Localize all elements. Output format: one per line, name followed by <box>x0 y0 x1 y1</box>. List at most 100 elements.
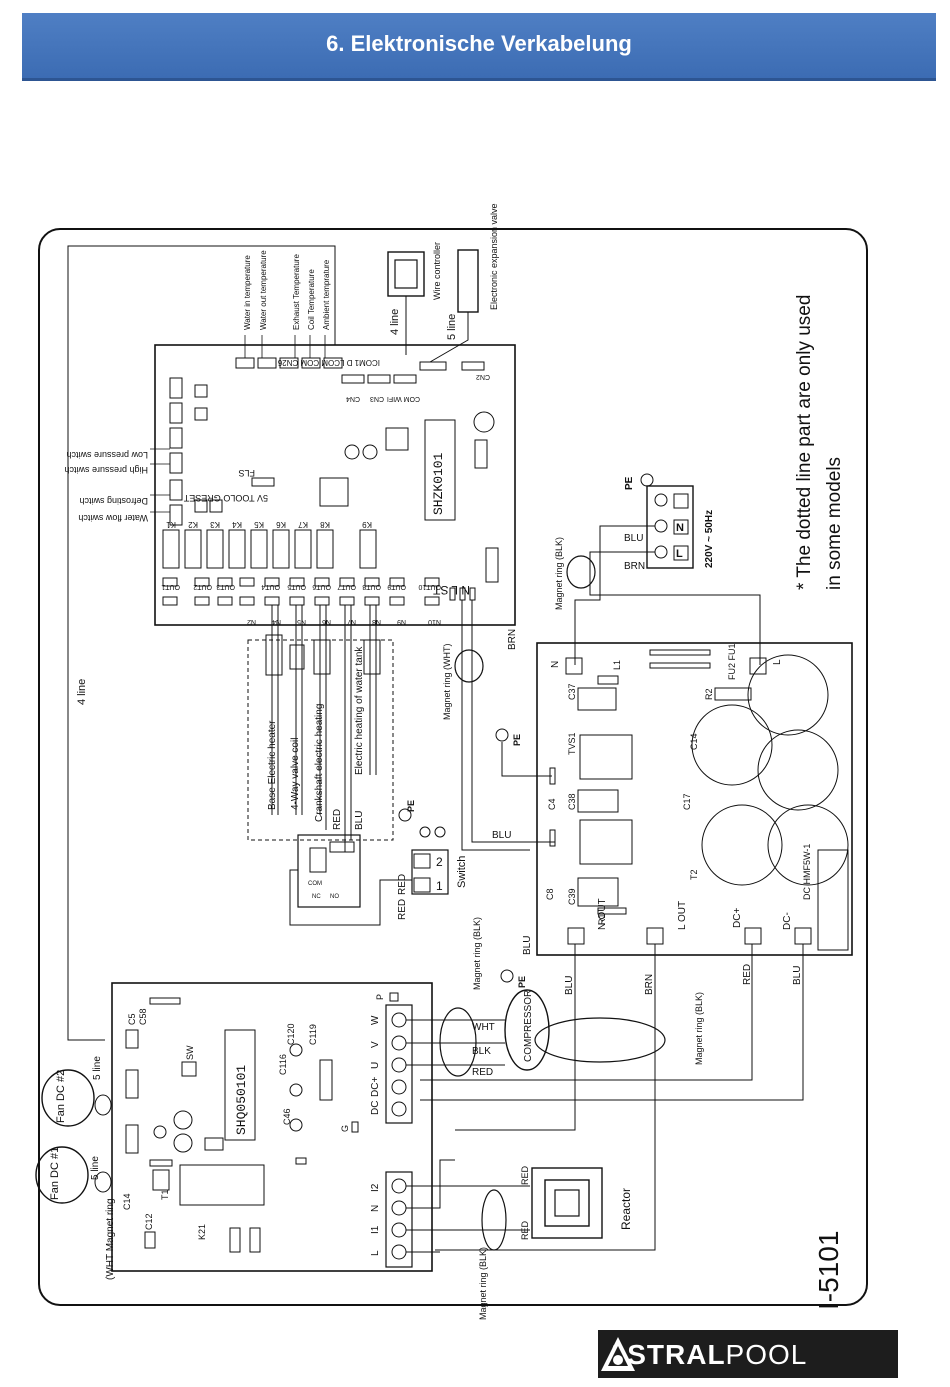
brand-b: POOL <box>725 1339 808 1370</box>
svg-text:OUT5: OUT5 <box>287 583 306 590</box>
svg-text:K6: K6 <box>276 520 286 529</box>
reactor-label: Reactor <box>619 1188 633 1230</box>
fan2-line: 5 line <box>92 1056 103 1080</box>
driver-parts <box>125 992 399 1253</box>
svg-text:DC+: DC+ <box>370 1077 381 1097</box>
fls-label: FLS <box>238 468 255 478</box>
pe-comp: PE <box>517 976 527 988</box>
wire-wht-comp: WHT <box>472 1022 495 1033</box>
svg-text:G: G <box>340 1125 350 1132</box>
svg-text:L: L <box>772 659 783 665</box>
svg-text:C4: C4 <box>547 798 557 810</box>
svg-text:N5: N5 <box>297 618 306 625</box>
sensor-leader-lines <box>244 335 326 358</box>
svg-text:SW: SW <box>185 1045 195 1060</box>
svg-text:OUT6: OUT6 <box>312 583 331 590</box>
svg-text:N: N <box>550 661 561 668</box>
relay-labels: K1 K2 K3 K4 K5 K6 K7 K8 K9 <box>166 520 372 529</box>
svg-text:T2: T2 <box>689 869 699 880</box>
svg-text:FU2 FU1: FU2 FU1 <box>727 643 737 680</box>
svg-text:V: V <box>370 1041 381 1048</box>
svg-text:C8: C8 <box>545 888 555 900</box>
switch-com: COM <box>308 881 322 887</box>
wire-blu-out2: BLU <box>792 966 803 985</box>
fan1-line: 5 line <box>90 1156 101 1180</box>
svg-text:N-OUT: N-OUT <box>597 898 608 930</box>
fan2-label: Fan DC #2 <box>55 1070 67 1123</box>
wire-blu-side: BLU <box>522 936 533 955</box>
dotted-note: * The dotted line part are only used <box>794 295 815 590</box>
svg-text:K4: K4 <box>232 520 242 529</box>
svg-text:Defrosting switch: Defrosting switch <box>79 496 148 506</box>
svg-text:OUT1: OUT1 <box>161 583 180 590</box>
wire-red-1: RED <box>397 874 408 895</box>
svg-text:Exhaust Temperature: Exhaust Temperature <box>292 254 301 330</box>
switch-labels: Low pressure switch High pressure switch… <box>64 450 148 523</box>
ring-wht-label: Magnet ring (WHT) <box>442 643 452 720</box>
wire-blu-out: BLU <box>564 976 575 995</box>
svg-text:DC HMF5W-1: DC HMF5W-1 <box>802 844 812 900</box>
astralpool-logo: ASTRALPOOL <box>598 1330 898 1378</box>
switch-t2: 2 <box>436 855 443 869</box>
filter-terminal-labels: N L N-OUT L OUT DC+ DC- <box>550 659 793 930</box>
svg-text:C37: C37 <box>567 683 577 700</box>
svg-text:K9: K9 <box>362 520 372 529</box>
switch-nc: NC <box>312 894 321 900</box>
svg-text:N9: N9 <box>397 618 406 625</box>
svg-text:I1: I1 <box>370 1225 381 1234</box>
svg-text:L OUT: L OUT <box>677 901 688 930</box>
magnet-ring-blk-comp <box>439 1007 477 1077</box>
ring-blk-power-label: Magnet ring (BLK) <box>554 537 564 610</box>
svg-text:COM WIFI: COM WIFI <box>387 395 420 402</box>
wire-brn-power: BRN <box>624 561 645 572</box>
fan-dc-1 <box>35 1146 89 1204</box>
svg-text:P: P <box>375 994 385 1000</box>
wire-blu-power: BLU <box>624 533 643 544</box>
eev-label: Electronic expansion valve <box>489 203 499 310</box>
sensor-labels: Water in temperature Water out temperatu… <box>243 250 331 330</box>
svg-text:CN4: CN4 <box>346 395 360 402</box>
wire-controller-label: Wire controller <box>432 242 442 300</box>
svg-text:K21: K21 <box>197 1224 207 1240</box>
svg-text:Coil Temperature: Coil Temperature <box>307 269 316 330</box>
power-terminal <box>646 485 694 569</box>
main-chip-caption: 5V TOOLO GRESET <box>183 493 268 503</box>
reactor <box>531 1167 603 1239</box>
wire-red-out: RED <box>742 964 753 985</box>
line4b-label: 4 line <box>76 679 88 705</box>
svg-text:CN2: CN2 <box>476 373 490 380</box>
driver-output-terminal <box>385 1004 413 1124</box>
svg-text:CN3: CN3 <box>370 395 384 402</box>
svg-text:K3: K3 <box>210 520 220 529</box>
svg-text:OUT3: OUT3 <box>216 583 235 590</box>
diagram-frame <box>38 228 868 1306</box>
wire-brn-filter: BRN <box>507 629 518 650</box>
filter-part-labels: L1 C37 TVS1 C38 C4 C14 C17 T2 C8 C39 R1 … <box>545 643 812 925</box>
svg-text:OUT10: OUT10 <box>418 583 441 590</box>
switch-connectors <box>169 377 223 526</box>
svg-text:N10: N10 <box>428 618 441 625</box>
dotted-note-2: in some models <box>824 457 845 590</box>
svg-text:4-Way valve coil: 4-Way valve coil <box>290 738 301 810</box>
load-labels: Base Electric heater 4-Way valve coil Cr… <box>267 646 365 822</box>
svg-text:K8: K8 <box>320 520 330 529</box>
svg-text:C39: C39 <box>567 888 577 905</box>
magnet-ring-blk-power <box>566 555 596 589</box>
magnet-ring-blk-reactor <box>481 1189 507 1251</box>
svg-text:Base Electric heater: Base Electric heater <box>267 720 278 810</box>
svg-text:L1: L1 <box>612 660 622 670</box>
wire-blu-filter: BLU <box>492 830 511 841</box>
model-label: I-5101 <box>813 1231 844 1310</box>
main-relays <box>162 529 377 569</box>
svg-text:Ambient temprature: Ambient temprature <box>322 259 331 330</box>
svg-text:N: N <box>370 1205 381 1212</box>
svg-text:C119: C119 <box>308 1024 318 1045</box>
svg-text:R1: R1 <box>597 913 607 925</box>
wire-red-comp: RED <box>472 1067 493 1078</box>
switch-leader-lines <box>150 448 170 513</box>
svg-text:N4: N4 <box>272 618 281 625</box>
term-l: L <box>676 548 683 560</box>
switch-terminal <box>411 849 449 895</box>
svg-text:C116: C116 <box>278 1054 288 1075</box>
